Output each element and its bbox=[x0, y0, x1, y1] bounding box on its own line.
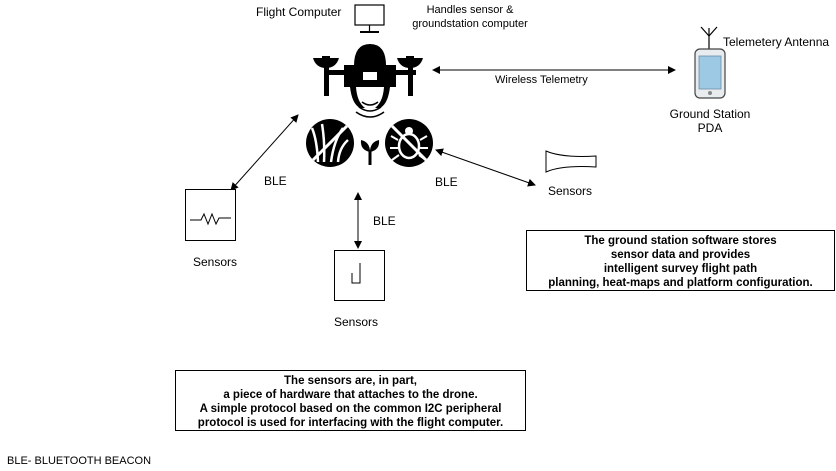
ble-right-arrow bbox=[435, 148, 536, 187]
pda-icon bbox=[694, 48, 726, 99]
legend-label: BLE- BLUETOOTH BEACON bbox=[7, 455, 152, 467]
ground-station-note: The ground station software stores senso… bbox=[526, 230, 835, 291]
weed-icon bbox=[306, 119, 354, 167]
speaker-sensor-icon bbox=[545, 150, 597, 173]
ground-station-note-line: intelligent survey flight path bbox=[603, 263, 758, 275]
ground-station-label: Ground Station PDA bbox=[660, 107, 760, 135]
step-sensor-icon bbox=[351, 263, 361, 284]
ble-left-arrow bbox=[230, 114, 299, 191]
ground-station-note-line: sensor data and provides bbox=[610, 249, 751, 261]
sensors-bottom-label: Sensors bbox=[334, 315, 379, 329]
ground-station-label-line2: PDA bbox=[697, 121, 723, 135]
ble-left-label: BLE bbox=[264, 174, 287, 188]
monitor-icon bbox=[354, 4, 385, 33]
drone-icon bbox=[313, 44, 423, 118]
sensor-box-bottom bbox=[334, 250, 385, 301]
resistor-sensor-icon bbox=[190, 212, 231, 226]
ground-station-note-line: planning, heat-maps and platform configu… bbox=[548, 277, 813, 289]
sensors-right-label: Sensors bbox=[548, 184, 593, 198]
sensors-note-line: A simple protocol based on the common I2… bbox=[199, 403, 502, 415]
ground-station-label-line1: Ground Station bbox=[669, 107, 751, 121]
sensors-note: The sensors are, in part, a piece of har… bbox=[175, 370, 526, 431]
ground-station-note-line: The ground station software stores bbox=[584, 235, 777, 247]
bug-icon bbox=[385, 119, 433, 167]
antenna-icon bbox=[700, 26, 718, 50]
ble-bottom-label: BLE bbox=[373, 214, 396, 228]
sensors-note-line: a piece of hardware that attaches to the… bbox=[223, 389, 478, 401]
sprout-icon bbox=[360, 140, 380, 165]
handles-label-line1: Handles sensor & bbox=[426, 4, 514, 16]
telemetry-antenna-label: Telemetery Antenna bbox=[723, 35, 830, 49]
wireless-telemetry-label: Wireless Telemetry bbox=[495, 74, 588, 86]
handles-label: Handles sensor & groundstation computer bbox=[405, 3, 535, 31]
sensors-note-line: The sensors are, in part, bbox=[284, 375, 417, 387]
handles-label-line2: groundstation computer bbox=[412, 18, 528, 30]
ble-right-label: BLE bbox=[435, 175, 458, 189]
flight-computer-label: Flight Computer bbox=[256, 5, 342, 19]
sensor-box-left bbox=[185, 189, 236, 241]
sensors-left-label: Sensors bbox=[193, 255, 238, 269]
sensors-note-line: protocol is used for interfacing with th… bbox=[197, 417, 504, 429]
